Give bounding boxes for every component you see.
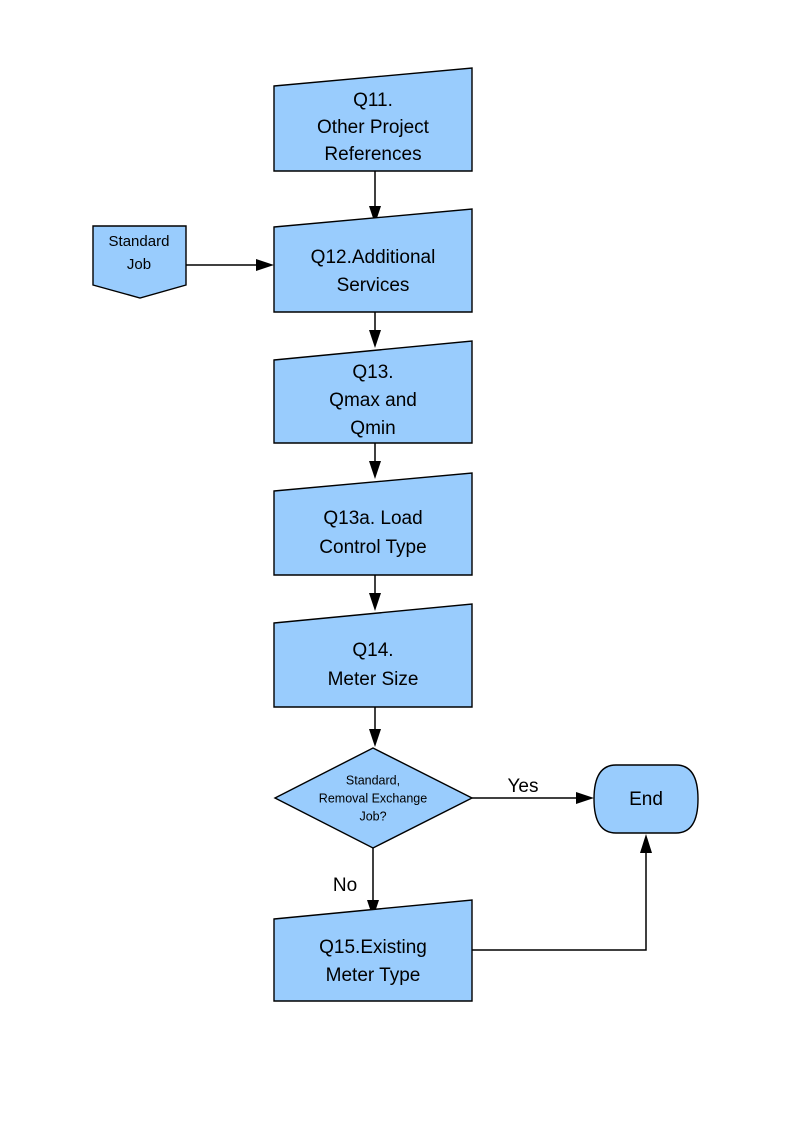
q13-label-line-1: Q13. [352,362,393,383]
node-q15[interactable]: Q15.Existing Meter Type [273,899,473,1002]
edge-decision-to-q15-no: No [333,848,379,918]
node-q13[interactable]: Q13. Qmax and Qmin [273,340,473,444]
edge-q11-to-q12-arrowhead [369,206,381,224]
q12-shape [273,208,473,313]
edge-q15-to-end-arrowhead [640,834,652,853]
edge-label-no: No [333,875,357,896]
decision-label-line-3: Job? [359,809,386,823]
edge-q14-to-decision [369,707,381,747]
edge-q11-to-q12 [369,171,381,224]
edge-q13a-to-q14-arrowhead [369,593,381,611]
q13-label-line-2: Qmax and [329,390,417,411]
edge-q13-to-q13a [369,443,381,479]
edge-label-yes: Yes [508,776,539,797]
edge-q15-to-end-line [472,849,647,951]
edge-standardjob-to-q12 [186,259,274,271]
q14-shape [273,603,473,708]
q15-label-line-2: Meter Type [326,965,421,986]
q15-label-line-1: Q15.Existing [319,937,427,958]
q11-label-line-3: References [324,144,421,165]
q13a-label-line-1: Q13a. Load [323,508,422,529]
edge-q15-to-end [472,834,652,951]
edge-q14-to-decision-arrowhead [369,729,381,747]
q13-label-line-3: Qmin [350,418,395,439]
node-q11[interactable]: Q11. Other Project References [273,67,473,172]
standard-job-shape [92,225,187,299]
q13-shape [273,340,473,444]
edge-decision-to-end-yes: Yes [472,776,594,804]
q14-label-line-2: Meter Size [328,669,419,690]
q11-label-line-1: Q11. [353,90,393,111]
edge-standardjob-to-q12-arrowhead [256,259,274,271]
q13a-shape [273,472,473,576]
edge-q13a-to-q14 [369,575,381,611]
decision-label-line-1: Standard, [346,773,400,787]
q14-label-line-1: Q14. [352,640,393,661]
edge-q12-to-q13-arrowhead [369,330,381,348]
q13a-label-line-2: Control Type [319,537,426,558]
node-standard-job[interactable]: Standard Job [92,225,187,299]
q11-shape [273,67,473,172]
standard-job-label-line-1: Standard [109,233,170,250]
q12-label-line-2: Services [337,275,410,296]
node-q14[interactable]: Q14. Meter Size [273,603,473,708]
q12-label-line-1: Q12.Additional [311,247,436,268]
edge-decision-to-end-arrowhead [576,792,594,804]
q11-label-line-2: Other Project [317,117,430,138]
node-q13a[interactable]: Q13a. Load Control Type [273,472,473,576]
decision-label-line-2: Removal Exchange [319,791,427,805]
end-label: End [629,789,663,810]
node-decision-standard-removal-exchange[interactable]: Standard, Removal Exchange Job? [273,747,474,849]
standard-job-label-line-2: Job [127,256,151,273]
end-shape [593,764,699,834]
node-q12[interactable]: Q12.Additional Services [273,208,473,313]
node-end[interactable]: End [593,764,699,834]
q15-shape [273,899,473,1002]
edge-q13-to-q13a-arrowhead [369,461,381,479]
edge-q12-to-q13 [369,312,381,348]
